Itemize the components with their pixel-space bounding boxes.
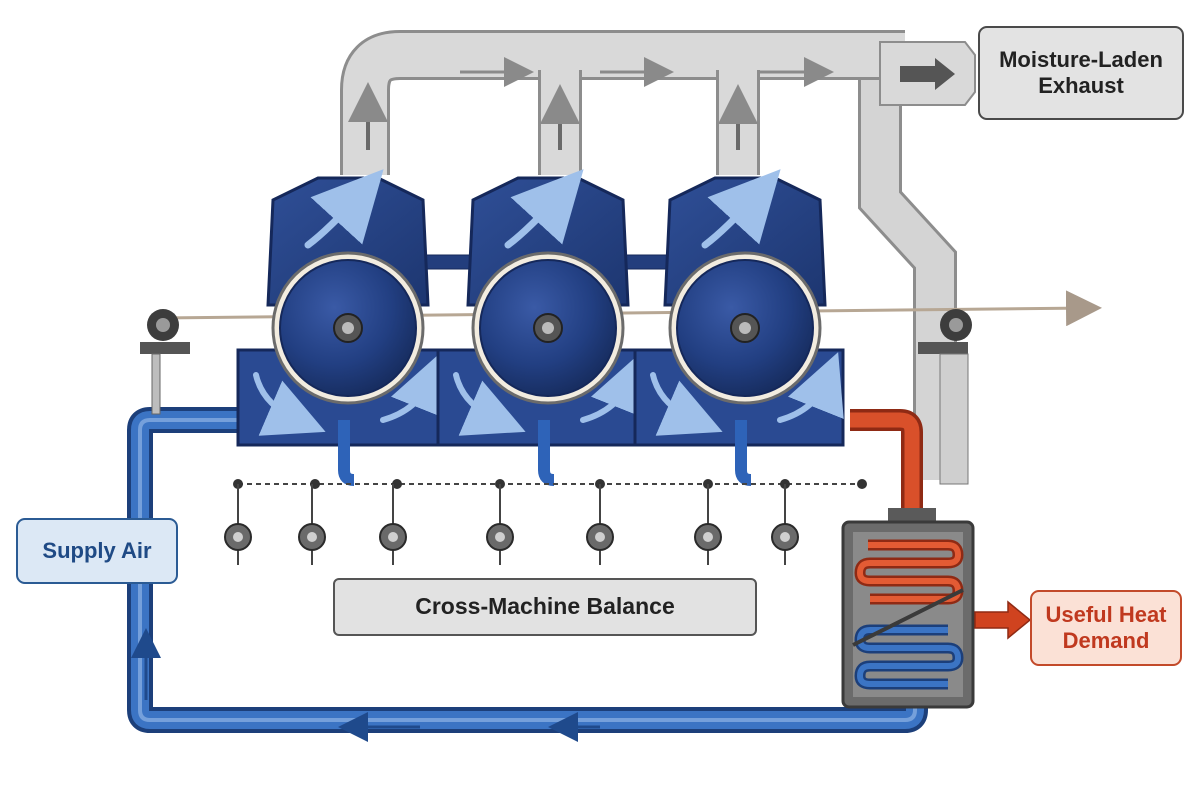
supply-air-duct <box>127 407 928 742</box>
dryer-units <box>236 169 845 486</box>
header-tap <box>857 479 867 489</box>
hot-water-line <box>850 409 923 515</box>
condensate-drain <box>735 420 752 486</box>
cross-machine-valve-row <box>224 479 867 565</box>
header-tap <box>392 479 402 489</box>
dryer-unit-2 <box>436 169 648 486</box>
flow-arrow-icon <box>453 372 526 436</box>
exhaust-outlet-arrow-icon <box>900 58 955 90</box>
valve-1 <box>224 484 252 565</box>
cross-machine-balance-label: Cross-Machine Balance <box>333 578 757 636</box>
heat-demand-arrow-icon <box>974 600 1032 640</box>
condensate-drain <box>338 420 355 486</box>
flow-arrow-icon <box>380 352 447 423</box>
flow-arrow-icon <box>580 352 647 423</box>
flow-arrow-icon <box>253 372 326 436</box>
flow-arrow-icon <box>504 169 584 249</box>
valve-3 <box>379 484 407 565</box>
flow-arrow-icon <box>650 372 723 436</box>
heat-exchanger-icon <box>841 508 975 709</box>
valve-2 <box>298 484 326 565</box>
supply-air-label: Supply Air <box>16 518 178 584</box>
valve-4 <box>486 484 514 565</box>
valve-6 <box>694 484 722 565</box>
dryer-unit-1 <box>236 169 448 486</box>
dryer-unit-3 <box>633 169 845 486</box>
valve-7 <box>771 484 799 565</box>
flow-arrow-icon <box>304 169 384 249</box>
condensate-drain <box>538 420 555 486</box>
valve-5 <box>586 484 614 565</box>
guide-roller-right <box>918 309 972 485</box>
useful-heat-demand-label: Useful Heat Demand <box>1030 590 1182 666</box>
flow-arrow-icon <box>777 352 844 423</box>
flow-arrow-icon <box>701 169 781 249</box>
guide-roller-left <box>140 309 190 415</box>
exhaust-flow-arrows <box>348 57 955 150</box>
moisture-laden-exhaust-label: Moisture-Laden Exhaust <box>978 26 1184 120</box>
